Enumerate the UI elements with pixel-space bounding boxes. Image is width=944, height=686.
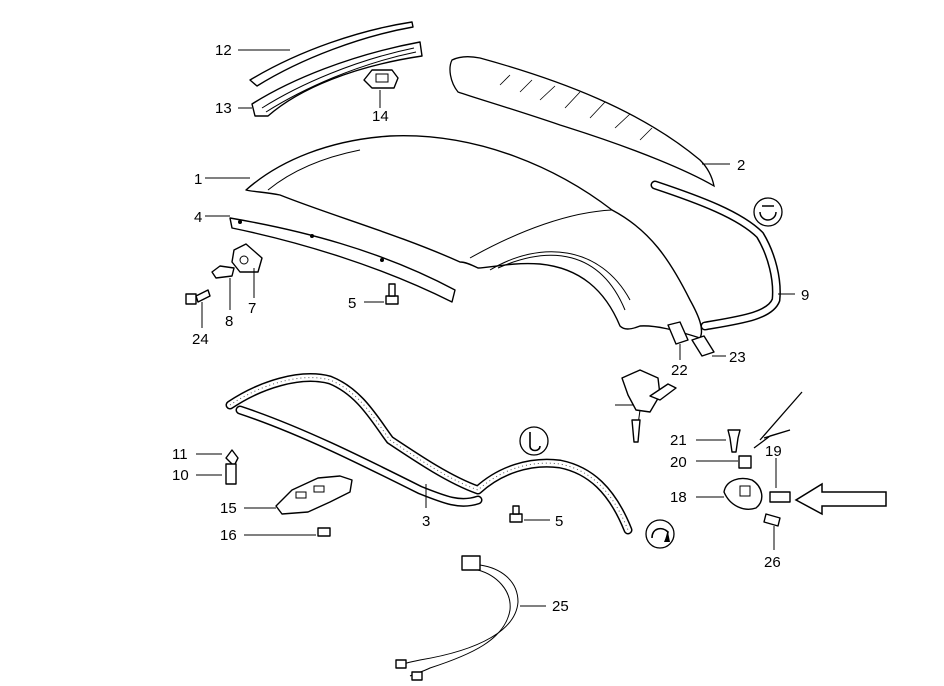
hook-symbol-icon [519,426,549,456]
part-23-pad [691,335,715,357]
part-16-screw [317,527,331,537]
callout-10: 10 [172,467,189,484]
callout-2: 2 [737,157,745,174]
part-19-bolt [769,491,791,503]
callout-1: 1 [194,171,202,188]
callout-15: 15 [220,500,237,517]
part-14-clip [363,69,399,89]
callout-25: 25 [552,598,569,615]
callout-14: 14 [372,108,389,125]
part-5-screw-top [385,283,399,305]
callout-21: 21 [670,432,687,449]
part-10-bolt [225,463,237,485]
part-24-bolt [185,289,211,305]
part-26-screw [763,513,781,527]
callout-4: 4 [194,209,202,226]
part-4-front-strip [229,217,456,303]
part-20-bushing [738,455,752,469]
callout-16: 16 [220,527,237,544]
part-13-channel [251,41,423,117]
callout-13: 13 [215,100,232,117]
callout-9: 9 [801,287,809,304]
part-15-hinge [275,475,353,515]
part-5-screw-lower [509,505,523,523]
callout-3: 3 [422,513,430,530]
arrow-diagonal-icon [753,391,803,449]
callout-23: 23 [729,349,746,366]
callout-12: 12 [215,42,232,59]
part-7-bracket [231,243,263,273]
part-22-clip [667,321,689,345]
part-9-seal [650,180,781,331]
part-3-frame-seal [225,373,633,535]
part-25-cable [395,555,519,681]
part-18-bracket [723,477,763,510]
callout-8: 8 [225,313,233,330]
callout-5-top: 5 [348,295,356,312]
leader-lines [196,49,795,607]
callout-5-lower: 5 [555,513,563,530]
callout-26: 26 [764,554,781,571]
callout-22: 22 [671,362,688,379]
callout-labels: 12 13 14 1 2 4 9 7 8 24 5 22 23 11 10 15… [172,42,809,615]
callout-11: 11 [172,446,188,463]
callout-24: 24 [192,331,209,348]
clip-symbol-icon [753,197,783,227]
callout-20: 20 [670,454,687,471]
callout-18: 18 [670,489,687,506]
part-2-rear-window [449,56,715,188]
callout-19: 19 [765,443,782,460]
rotate-symbol-icon [645,519,675,549]
callout-7: 7 [248,300,256,317]
part-1-top-cover [245,135,703,339]
part-8-pad [211,265,235,279]
part-12-strip [249,21,414,87]
arrow-right-icon [794,482,887,516]
latch-assembly [615,369,677,443]
part-21-pin [727,429,741,453]
